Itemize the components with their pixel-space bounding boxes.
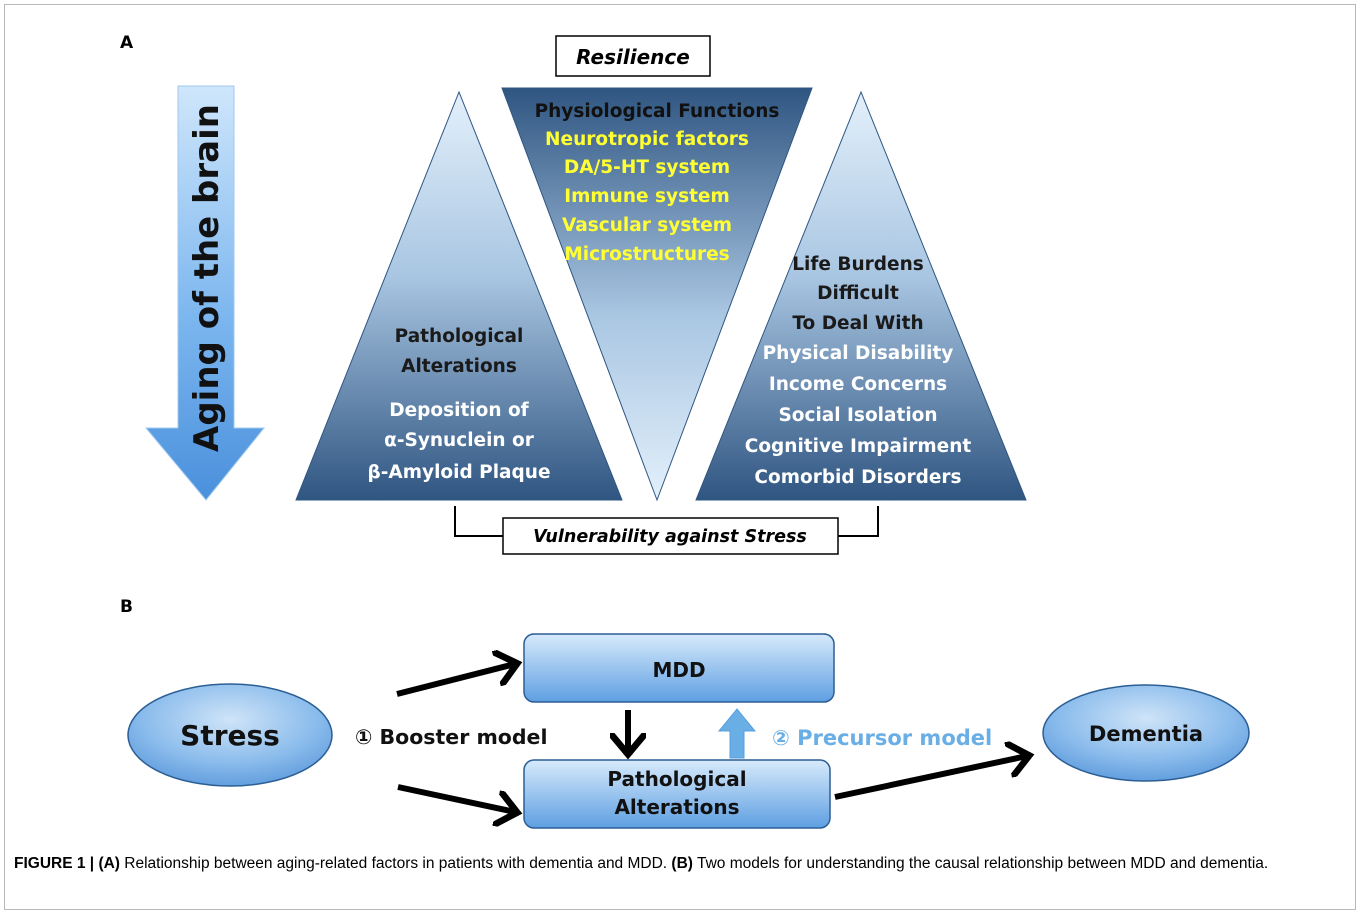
caption-a-label: (A) bbox=[98, 855, 120, 872]
figure-frame bbox=[4, 4, 1356, 910]
caption-b-label: (B) bbox=[671, 855, 693, 872]
right-item-2: Income Concerns bbox=[769, 374, 947, 395]
pathological-line-2: Alterations bbox=[614, 795, 739, 819]
aging-label: Aging of the brain bbox=[187, 104, 227, 452]
booster-model-label: ① Booster model bbox=[355, 725, 548, 749]
mdd-label: MDD bbox=[652, 658, 705, 682]
figure-caption: FIGURE 1 | (A) Relationship between agin… bbox=[14, 853, 1334, 875]
left-heading-line-2: Alterations bbox=[401, 356, 517, 377]
figure-diagram: A Aging of the brain Resilience Patholog… bbox=[120, 33, 1250, 829]
pathological-alterations-node: Pathological Alterations bbox=[523, 759, 831, 829]
aging-arrow: Aging of the brain bbox=[144, 85, 266, 501]
center-item-5: Microstructures bbox=[564, 244, 729, 265]
pathological-line-1: Pathological bbox=[607, 767, 746, 791]
center-item-2: DA/5-HT system bbox=[564, 157, 730, 178]
center-heading: Physiological Functions bbox=[535, 101, 780, 122]
caption-a-text: Relationship between aging-related facto… bbox=[119, 855, 672, 872]
stress-label: Stress bbox=[180, 719, 280, 752]
right-item-1: Physical Disability bbox=[763, 343, 954, 364]
resilience-box: Resilience bbox=[555, 35, 711, 77]
center-item-1: Neurotropic factors bbox=[545, 129, 749, 150]
panel-a-label: A bbox=[120, 33, 134, 53]
right-heading-line-1: Life Burdens bbox=[792, 254, 924, 275]
caption-b-text: Two models for understanding the causal … bbox=[692, 855, 1269, 872]
right-heading-line-3: To Deal With bbox=[792, 313, 923, 334]
dementia-node: Dementia bbox=[1042, 684, 1250, 782]
right-item-4: Cognitive Impairment bbox=[745, 436, 972, 457]
arrow-stress-to-mdd bbox=[396, 664, 515, 697]
left-heading-line-1: Pathological bbox=[395, 326, 524, 347]
vulnerability-bracket: Vulnerability against Stress bbox=[454, 506, 879, 555]
left-detail-line-2: α-Synuclein or bbox=[384, 430, 535, 451]
pathological-alterations-triangle: Pathological Alterations Deposition of α… bbox=[295, 90, 623, 501]
resilience-label: Resilience bbox=[576, 45, 690, 69]
vulnerability-label: Vulnerability against Stress bbox=[533, 527, 807, 547]
dementia-label: Dementia bbox=[1089, 722, 1203, 746]
life-burdens-triangle: Life Burdens Difficult To Deal With Phys… bbox=[695, 90, 1027, 501]
center-item-4: Vascular system bbox=[562, 215, 732, 236]
stress-node: Stress bbox=[127, 683, 333, 787]
precursor-model-label: ② Precursor model bbox=[772, 726, 992, 750]
left-detail-line-1: Deposition of bbox=[389, 400, 529, 421]
arrow-pathology-to-dementia bbox=[834, 756, 1027, 800]
caption-figure-label: FIGURE 1 | bbox=[14, 855, 95, 872]
left-detail-line-3: β-Amyloid Plaque bbox=[368, 462, 551, 483]
right-item-3: Social Isolation bbox=[778, 405, 937, 426]
arrow-stress-to-pathology bbox=[397, 784, 515, 812]
physiological-functions-triangle: Physiological Functions Neurotropic fact… bbox=[501, 87, 813, 502]
right-heading-line-2: Difficult bbox=[817, 283, 899, 304]
mdd-node: MDD bbox=[523, 633, 835, 703]
center-item-3: Immune system bbox=[564, 186, 730, 207]
panel-b-label: B bbox=[120, 597, 133, 617]
right-item-5: Comorbid Disorders bbox=[754, 467, 961, 488]
arrow-pathology-to-mdd bbox=[717, 708, 757, 759]
